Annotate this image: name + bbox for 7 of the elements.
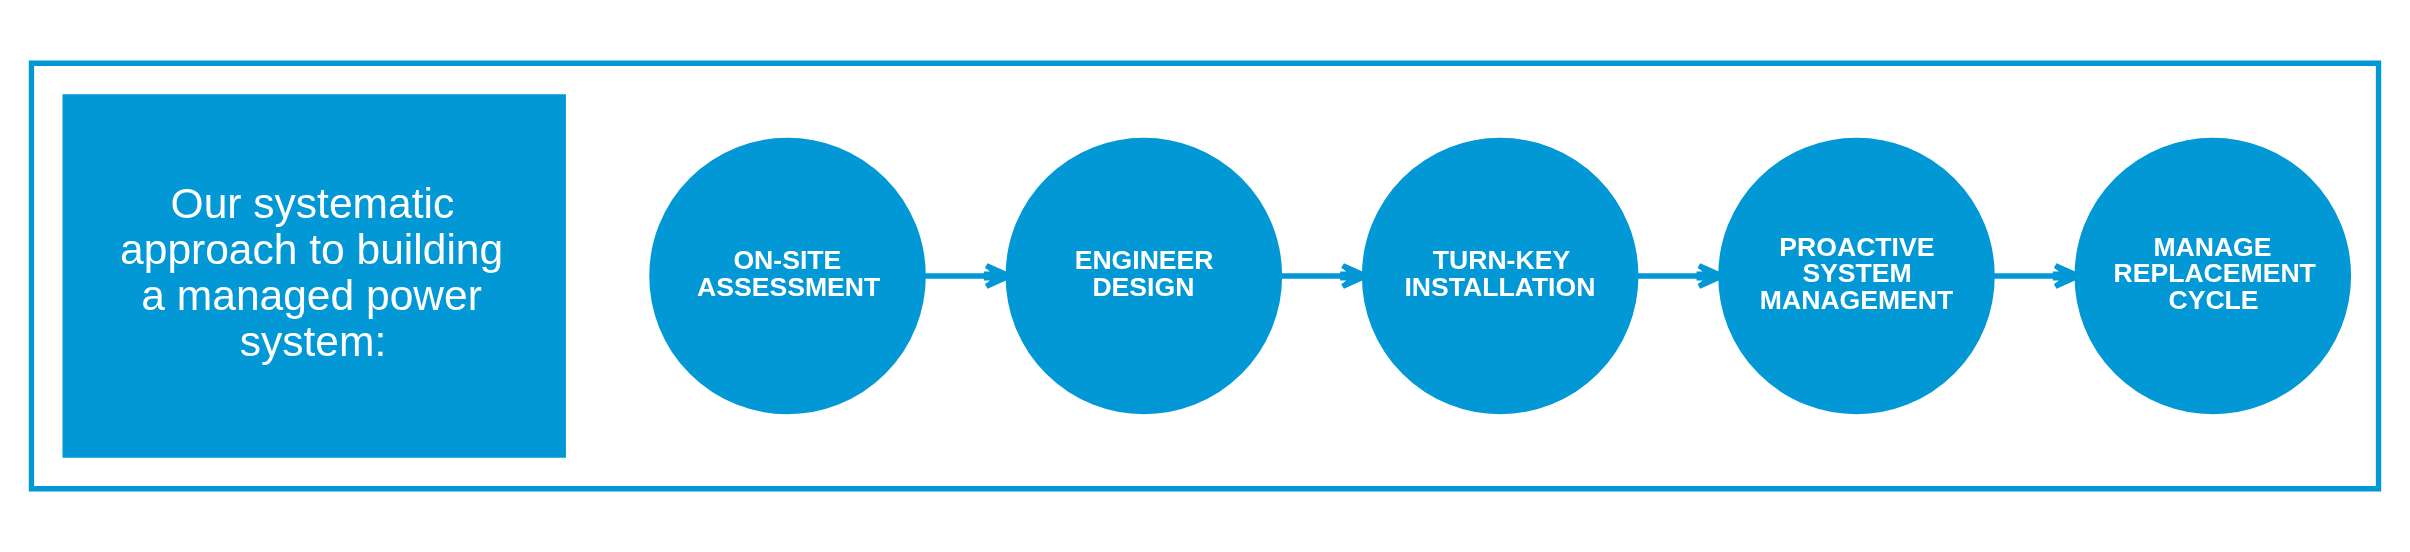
node-circle: TURN-KEY INSTALLATION: [1361, 137, 1639, 415]
node-circle: ON-SITE ASSESSMENT: [649, 137, 926, 415]
node-circle: ENGINEER DESIGN: [1005, 137, 1283, 415]
node-circle: PROACTIVE SYSTEM MANAGEMENT: [1718, 137, 1995, 415]
cluster: [28, 60, 2382, 492]
node-circle: MANAGE REPLACEMENT CYCLE: [2074, 137, 2352, 415]
node-box: Our systematic approach to building a managed power system:: [62, 94, 566, 458]
